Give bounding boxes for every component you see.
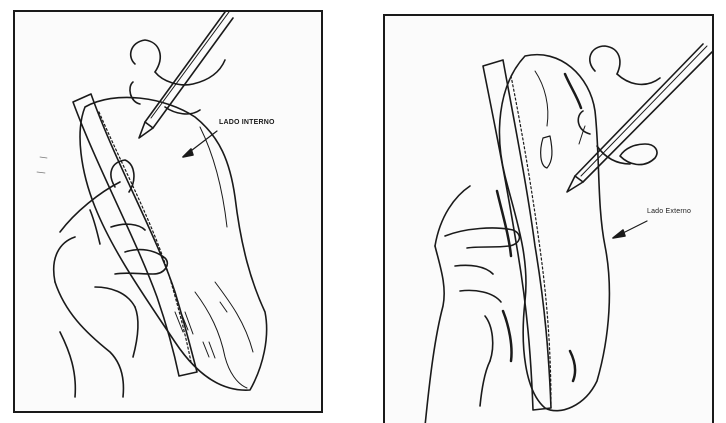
stitch-line (511, 76, 551, 406)
shoe-upper-shape (500, 55, 610, 411)
strap-outer-edge (73, 94, 197, 376)
shading-hatch (175, 302, 227, 358)
left-illustration (15, 12, 321, 411)
shoe-upper-shape (80, 97, 267, 390)
strap-outer-edge (483, 60, 551, 410)
pencil-icon (567, 44, 712, 192)
callout-arrow-head (183, 149, 193, 157)
callout-label-outer-side: Lado Externo (647, 208, 691, 215)
shading-dark (497, 74, 581, 381)
callout-label-inner-side: LADO INTERNO (219, 119, 275, 126)
callout-arrow-head (613, 230, 625, 238)
right-illustration (385, 16, 712, 423)
right-illustration-panel: Lado Externo (383, 14, 714, 423)
pencil-icon (130, 12, 233, 138)
stray-marks (37, 157, 47, 173)
left-illustration-panel: LADO INTERNO (13, 10, 323, 413)
